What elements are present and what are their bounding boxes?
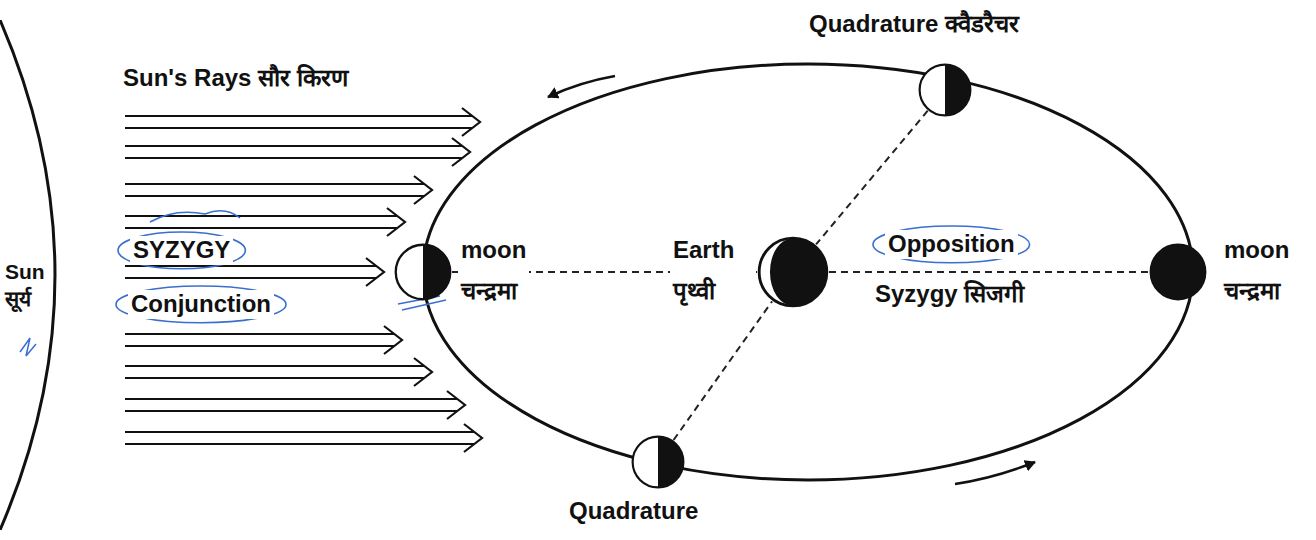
diagram-label: Opposition — [885, 230, 1018, 259]
dashed-alignment-line — [829, 271, 1149, 273]
lit-side — [633, 437, 684, 488]
dark-side — [423, 245, 450, 300]
ray-arrow — [125, 176, 432, 204]
lit-side — [1151, 245, 1206, 300]
node-label: moon चन्द्रमा — [1221, 230, 1292, 312]
pen-scribble — [20, 338, 36, 356]
pen-scribble — [150, 211, 240, 222]
dark-side — [945, 65, 970, 116]
moon-orbit — [423, 64, 1193, 480]
orbit-direction-arrow — [955, 462, 1035, 484]
node-label: Quadrature क्वैडरैचर — [806, 10, 1022, 39]
dashed-alignment-line — [816, 111, 928, 245]
dark-side — [658, 437, 683, 488]
lit-side — [920, 65, 971, 116]
sun-body: Sun सूर्य — [0, 20, 70, 530]
pen-circle — [118, 232, 245, 269]
orbit-direction-arrow — [548, 76, 615, 97]
pen-circle — [116, 286, 286, 323]
pen-circle — [873, 226, 1030, 263]
dark-side — [1151, 245, 1206, 300]
ray-arrow — [125, 358, 432, 386]
node-label: Quadrature — [566, 497, 701, 526]
ray-arrow — [125, 424, 482, 452]
earth-globe: Earth पृथ्वी — [757, 236, 829, 308]
sun-rays — [125, 108, 482, 452]
phase-disc — [757, 236, 829, 308]
diagram-label: Conjunction — [128, 290, 274, 319]
dashed-alignment-line — [674, 301, 773, 440]
ray-arrow — [125, 138, 470, 166]
lit-side — [396, 245, 451, 300]
phase-disc — [631, 435, 685, 489]
ray-arrow — [125, 391, 465, 419]
phase-disc — [394, 243, 452, 301]
ray-arrow — [125, 108, 480, 136]
phase-disc — [918, 63, 972, 117]
moon-conjunction: moon चन्द्रमा — [394, 243, 452, 301]
phase-disc — [1149, 243, 1207, 301]
node-label: Sun सूर्य — [2, 258, 60, 313]
moon-quadrature: Quadrature — [631, 435, 685, 489]
diagram-label: Syzygy सिजगी — [872, 280, 1027, 309]
diagram-label: SYZYGY — [130, 236, 233, 265]
node-label: moon चन्द्रमा — [458, 230, 529, 312]
ray-arrow — [125, 326, 402, 354]
node-label: Earth पृथ्वी — [670, 230, 756, 312]
dark-side — [770, 238, 827, 306]
diagram-label: Sun's Rays सौर किरण — [120, 64, 351, 93]
lit-side — [759, 238, 827, 306]
moon-opposition: moon चन्द्रमा — [1149, 243, 1207, 301]
moon-quadrature: Quadrature क्वैडरैचर — [918, 63, 972, 117]
